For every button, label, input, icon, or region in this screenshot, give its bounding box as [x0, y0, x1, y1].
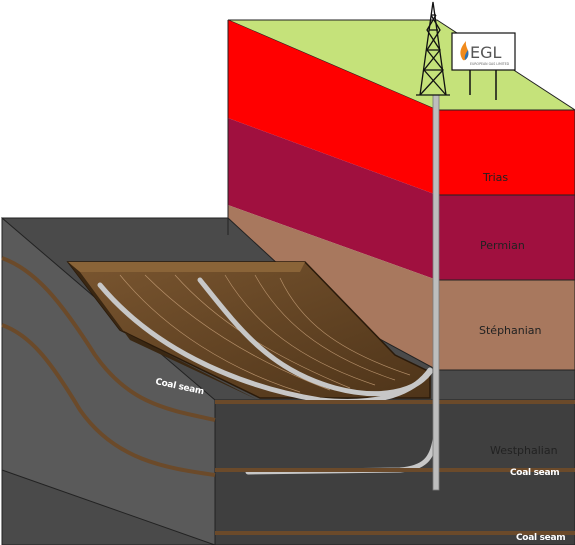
seam-left-1 [1, 256, 216, 422]
egl-logo: EGL EUROPEAN GAS LIMITED [460, 41, 510, 66]
coal-bed-cutaway [66, 261, 431, 399]
coal-seams [1, 256, 575, 535]
fracture-lines [119, 274, 411, 393]
logo-tagline: EUROPEAN GAS LIMITED [470, 62, 510, 66]
stephanian-layer-left [228, 205, 437, 370]
permian-layer-right [436, 194, 575, 281]
permian-layer-left [228, 118, 437, 280]
label-coal-seam-right-lower: Coal seam [516, 533, 565, 543]
label-permian: Permian [480, 239, 525, 252]
trias-layer-left [228, 20, 437, 195]
drilling-rig-icon [416, 1, 450, 96]
label-coal-seam-right-upper: Coal seam [510, 468, 559, 478]
label-westphalian: Westphalian [490, 444, 558, 457]
label-stephanian: Stéphanian [479, 324, 542, 337]
ground-surface [227, 19, 575, 111]
lateral-mid [197, 277, 433, 397]
label-trias: Trias [482, 171, 508, 184]
seam-left-2 [1, 323, 216, 477]
coal-bed-top-rim [68, 262, 305, 272]
vertical-wellbore [432, 94, 440, 491]
logo-brand: EGL [470, 43, 502, 62]
